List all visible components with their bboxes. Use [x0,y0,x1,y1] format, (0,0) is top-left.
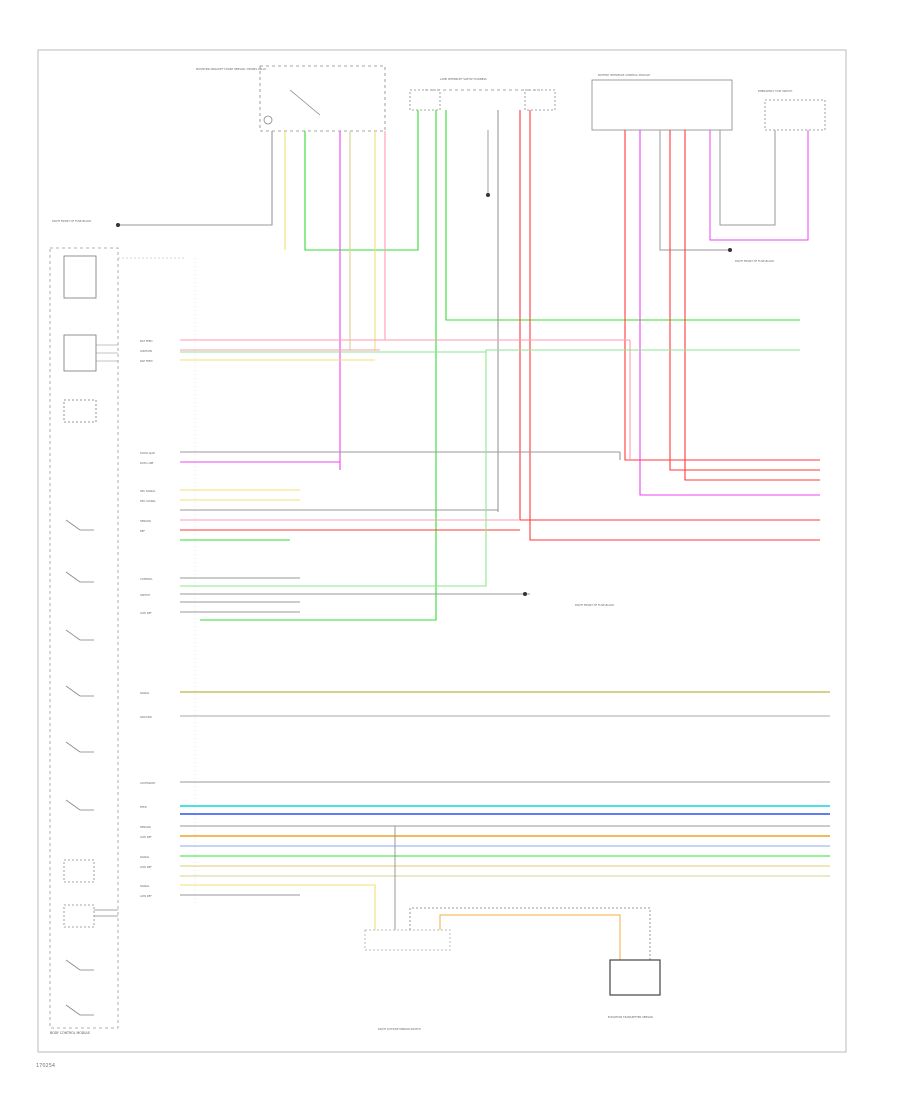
ground-label-3: RIGHT FRONT OF FUSE BLOCK [575,603,614,607]
switch-stack [63,519,118,1016]
pin-label: IGNITION [140,349,152,353]
left-box-1 [63,255,97,299]
pin-label: SIGNAL [140,884,150,888]
pin-label: ACCESSORY [140,781,156,785]
left-box-3 [63,399,97,423]
bottom-mid-label: RIGHT OUTSIDE MIRROR SWITCH [378,1027,421,1031]
pin-label: BAT FEED [140,339,153,343]
top-mid-block-label: LAMP INTERRUPT SWITCH HARNESS [440,77,487,81]
top-mid-block [409,89,556,195]
bottom-right-label: ELEVATION TRANSMITTER SENSOR [608,1015,653,1019]
pin-label: DATA LINE [140,461,154,465]
top-vertical-wires [120,110,820,621]
top-far-right-block [764,99,826,131]
pin-label: LOW REF [140,865,152,869]
horizontal-wires [180,339,830,930]
ground-symbols [116,193,732,596]
body-control-module-label: BODY CONTROL MODULE [50,1031,90,1035]
pin-label: SIGNAL [140,855,150,859]
pin-label: REF [140,529,145,533]
pin-label: DOOR AJAR [140,451,155,455]
top-right-block-label: BATTERY INTERFACE CONTROL MODULE [598,73,650,77]
pin-label: LOW REF [140,611,152,615]
pin-label: DEC SIGNAL [140,499,156,503]
top-far-right-label: EMERGENCY TOW SWITCH [758,89,792,93]
top-right-ground-wires [659,130,809,251]
pin-label: FEED [140,805,147,809]
pin-label: GROUND [140,715,152,719]
pin-labels: BAT FEED IGNITION RAP FEED DOOR AJAR DAT… [140,339,156,898]
top-left-block-label: MOUNTING BRACKET CHOKE SENSOR / PROPEL R… [196,67,267,71]
pin-label: LOW REF [140,835,152,839]
top-left-block [259,65,386,132]
pin-label: SENSOR [140,825,151,829]
pin-label: RAP FEED [140,359,153,363]
ground-label-2: RIGHT FRONT OF FUSE BLOCK [735,259,774,263]
diagram-border [37,49,847,1053]
bottom-components [364,826,661,996]
pin-label: SIGNAL [140,691,150,695]
pin-label: SWITCH [140,593,150,597]
ground-label-1: RIGHT FRONT OF FUSE BLOCK [52,219,91,223]
footer-code: 170254 [36,1063,56,1069]
pin-label: SEC SIGNAL [140,489,156,493]
pin-label: SENSOR [140,519,151,523]
top-right-block [591,79,733,131]
pin-label: CONTROL [140,577,153,581]
body-control-module-box [49,247,119,1029]
pin-label: LOW REF [140,894,152,898]
left-box-2 [63,334,97,372]
